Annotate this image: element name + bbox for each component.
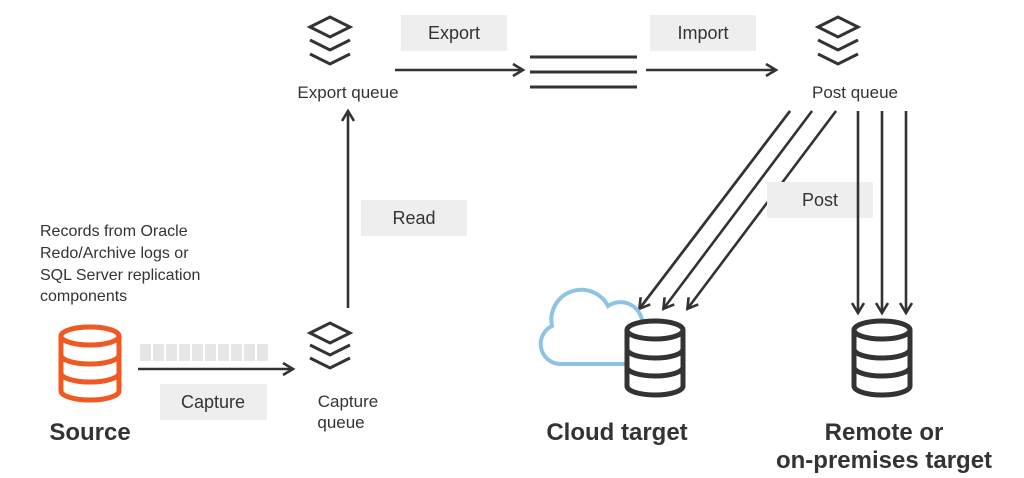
export-queue-label: Export queue: [297, 83, 398, 102]
remote-target-database-icon: [851, 318, 913, 398]
note-line-4: components: [40, 288, 127, 305]
post-label-box: Post: [767, 182, 873, 218]
post-queue-layers-icon: [814, 15, 862, 66]
capture-queue-label-2: queue: [317, 413, 364, 432]
export-label-box: Export: [401, 15, 507, 51]
export-queue-layers-icon: [306, 15, 354, 66]
read-label: Read: [392, 208, 435, 228]
post-arrows-cloud-overlay: [638, 110, 792, 309]
source-note: Records from Oracle Redo/Archive logs or…: [40, 223, 200, 305]
note-line-2: Redo/Archive logs or: [40, 245, 189, 262]
remote-target-label-2: on-premises target: [776, 447, 992, 474]
cloud-target-label: Cloud target: [546, 419, 687, 446]
cloud-icon: [538, 287, 644, 366]
capture-queue-label-1: Capture: [318, 392, 378, 411]
capture-queue-layers-icon: [306, 321, 354, 370]
import-label: Import: [677, 23, 728, 43]
capture-label: Capture: [181, 392, 245, 412]
read-label-box: Read: [361, 200, 467, 236]
capture-stream-cells: [140, 344, 268, 361]
post-arrows-remote: [858, 111, 906, 312]
source-database-icon: [58, 324, 122, 403]
note-line-1: Records from Oracle: [40, 223, 188, 240]
source-label: Source: [49, 419, 130, 446]
import-label-box: Import: [650, 15, 756, 51]
post-label: Post: [802, 190, 838, 210]
note-line-3: SQL Server replication: [40, 267, 200, 284]
cloud-target-database-icon: [624, 318, 686, 398]
export-label: Export: [428, 23, 480, 43]
capture-label-box: Capture: [160, 384, 267, 420]
post-queue-label: Post queue: [812, 83, 898, 102]
transfer-channel-icon: [530, 55, 637, 89]
remote-target-label-1: Remote or: [825, 419, 944, 446]
